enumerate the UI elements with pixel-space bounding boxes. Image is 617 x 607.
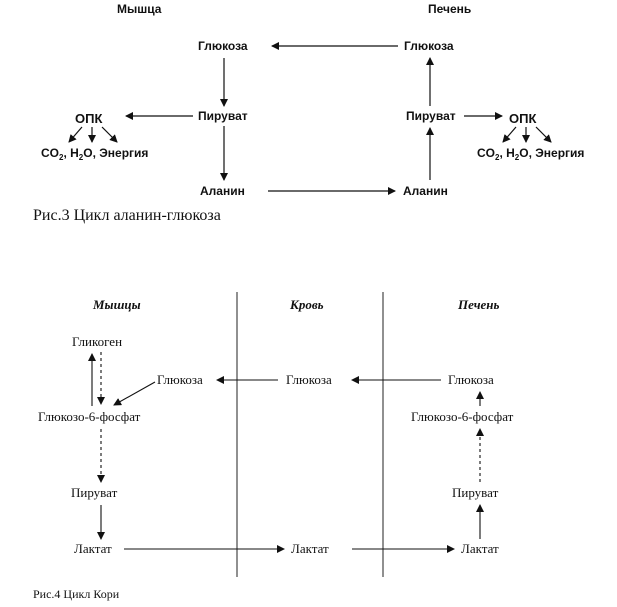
muscle-glucose-node: Глюкоза: [198, 39, 248, 53]
arrow-muscle-opk-to-co2: [68, 126, 83, 143]
muscle-lactate-node: Лактат: [74, 541, 112, 556]
muscle-products-node: CO2, H2O, Энергия: [41, 146, 148, 162]
blood-glucose-node: Глюкоза: [286, 372, 332, 387]
liver-header: Печень: [428, 2, 471, 16]
liver-glucose-node: Глюкоза: [448, 372, 494, 387]
liver-glucose-node: Глюкоза: [404, 39, 454, 53]
muscle-header: Мышца: [117, 2, 162, 16]
muscle-pyruvate-node: Пируват: [198, 109, 248, 123]
arrow-muscle-opk-to-energy: [101, 126, 118, 143]
arrow-liver-opk-to-co2: [502, 126, 517, 143]
liver-lactate-node: Лактат: [461, 541, 499, 556]
muscle-glucose-node: Глюкоза: [157, 372, 203, 387]
blood-header: Кровь: [289, 297, 324, 312]
muscles-header: Мышцы: [92, 297, 141, 312]
figure-4-cori-cycle: Мышцы Кровь Печень Гликоген Глюкоза Глюк…: [38, 292, 514, 577]
arrow-muscle-glucose-to-g6p: [113, 381, 156, 406]
liver-alanine-node: Аланин: [403, 184, 448, 198]
liver-header: Печень: [457, 297, 500, 312]
muscle-opk-node: ОПК: [75, 111, 102, 126]
liver-pyruvate-node: Пируват: [406, 109, 456, 123]
liver-pyruvate-node: Пируват: [452, 485, 499, 500]
muscle-g6p-node: Глюкозо-6-фосфат: [38, 409, 141, 424]
glycogen-node: Гликоген: [72, 334, 122, 349]
muscle-pyruvate-node: Пируват: [71, 485, 118, 500]
figure-3-alanine-glucose-cycle: Мышца Печень Глюкоза Глюкоза Пируват Пир…: [41, 2, 584, 198]
figure-4-caption: Рис.4 Цикл Кори: [33, 587, 120, 601]
arrow-liver-opk-to-energy: [535, 126, 552, 143]
liver-g6p-node: Глюкозо-6-фосфат: [411, 409, 514, 424]
liver-products-node: CO2, H2O, Энергия: [477, 146, 584, 162]
blood-lactate-node: Лактат: [291, 541, 329, 556]
figure-3-caption: Рис.3 Цикл аланин-глюкоза: [33, 207, 221, 224]
liver-opk-node: ОПК: [509, 111, 536, 126]
muscle-alanine-node: Аланин: [200, 184, 245, 198]
